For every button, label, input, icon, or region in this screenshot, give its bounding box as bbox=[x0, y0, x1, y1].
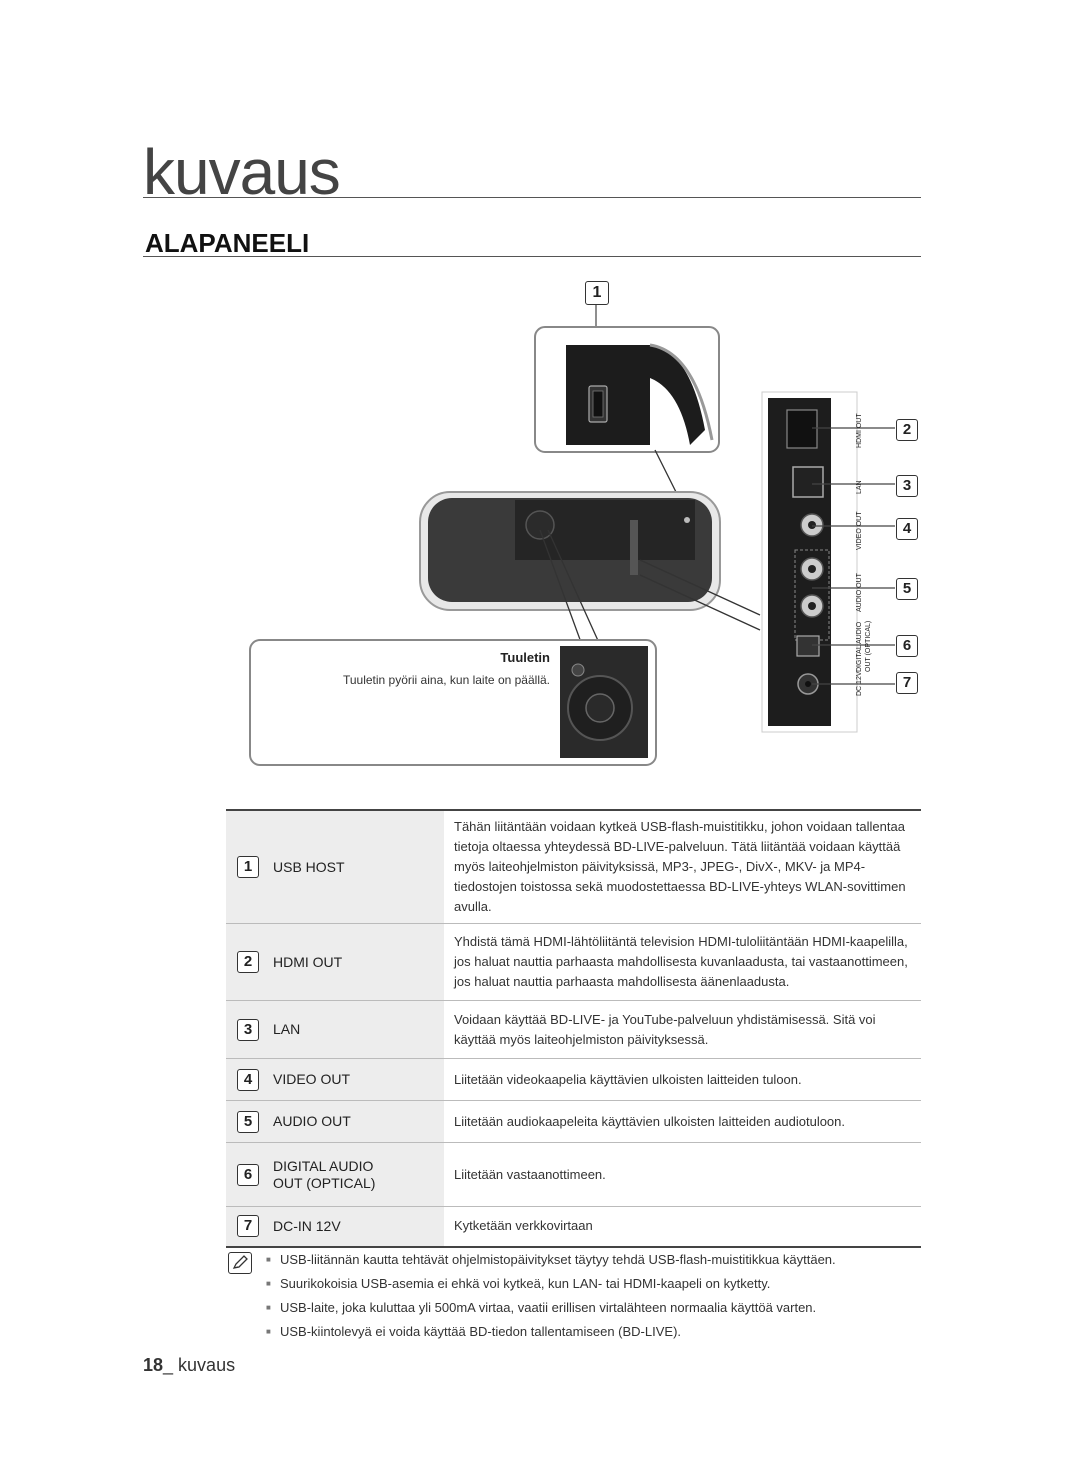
note-item: USB-liitännän kautta tehtävät ohjelmisto… bbox=[226, 1248, 926, 1272]
row-label: LAN bbox=[273, 1021, 301, 1037]
row-description: Kytketään verkkovirtaan bbox=[444, 1206, 921, 1248]
callout-3: 3 bbox=[896, 475, 918, 497]
callout-2: 2 bbox=[896, 419, 918, 441]
hdmi-port-label: HDMI OUT bbox=[856, 413, 863, 448]
table-row: 3 LAN Voidaan käyttää BD-LIVE- ja YouTube… bbox=[226, 1000, 921, 1059]
bottom-panel-diagram bbox=[240, 270, 940, 790]
table-row: 6 DIGITAL AUDIO OUT (OPTICAL) Liitetään v… bbox=[226, 1142, 921, 1207]
fan-description: Tuuletin pyörii aina, kun laite on pääll… bbox=[342, 673, 550, 687]
note-item: Suurikokoisia USB-asemia ei ehkä voi kyt… bbox=[226, 1272, 926, 1296]
callout-7: 7 bbox=[896, 672, 918, 694]
row-label: DIGITAL AUDIO OUT (OPTICAL) bbox=[273, 1157, 376, 1191]
row-number: 3 bbox=[237, 1018, 259, 1041]
row-description: Liitetään audiokaapeleita käyttävien ulk… bbox=[444, 1100, 921, 1143]
section-title: ALAPANEELI bbox=[145, 228, 310, 258]
page-footer: 18_ kuvaus bbox=[143, 1355, 235, 1376]
callout-1: 1 bbox=[585, 281, 609, 305]
callout-6: 6 bbox=[896, 635, 918, 657]
digital-audio-port-label: DIGITAL AUDIO bbox=[856, 621, 863, 672]
dc-port-label: DC 12V bbox=[856, 671, 863, 696]
row-number: 4 bbox=[237, 1068, 259, 1091]
callout-4: 4 bbox=[896, 518, 918, 540]
video-port-label: VIDEO OUT bbox=[856, 511, 863, 550]
row-description: Liitetään vastaanottimeen. bbox=[444, 1142, 921, 1207]
optical-port-label: OUT (OPTICAL) bbox=[865, 620, 872, 672]
chapter-rule bbox=[143, 197, 921, 198]
row-number: 2 bbox=[237, 951, 259, 973]
table-row: 1 USB HOST Tähän liitäntään voidaan kytke… bbox=[226, 809, 921, 924]
row-number: 5 bbox=[237, 1110, 259, 1133]
row-label: HDMI OUT bbox=[273, 953, 343, 970]
row-number: 7 bbox=[237, 1215, 259, 1238]
chapter-title: kuvaus bbox=[143, 136, 341, 208]
page-number: 18 bbox=[143, 1355, 164, 1375]
row-label: AUDIO OUT bbox=[273, 1113, 351, 1129]
connector-table: 1 USB HOST Tähän liitäntään voidaan kytke… bbox=[226, 809, 921, 1248]
table-row: 7 DC-IN 12V Kytketään verkkovirtaan bbox=[226, 1206, 921, 1248]
note-item: USB-laite, joka kuluttaa yli 500mA virta… bbox=[226, 1296, 926, 1320]
fan-title: Tuuletin bbox=[500, 650, 550, 665]
row-label: DC-IN 12V bbox=[273, 1217, 341, 1234]
table-row: 4 VIDEO OUT Liitetään videokaapelia käytt… bbox=[226, 1058, 921, 1101]
row-description: Yhdistä tämä HDMI-lähtöliitäntä televisi… bbox=[444, 923, 921, 1001]
row-description: Voidaan käyttää BD-LIVE- ja YouTube-palv… bbox=[444, 1000, 921, 1059]
port-labels: HDMI OUT LAN VIDEO OUT AUDIO OUT DIGITAL… bbox=[856, 400, 876, 700]
row-label: VIDEO OUT bbox=[273, 1071, 351, 1087]
row-label: USB HOST bbox=[273, 858, 345, 875]
callout-5: 5 bbox=[896, 578, 918, 600]
row-description: Tähän liitäntään voidaan kytkeä USB-flas… bbox=[444, 809, 921, 924]
table-row: 2 HDMI OUT Yhdistä tämä HDMI-lähtöliitänt… bbox=[226, 923, 921, 1001]
notes-list: USB-liitännän kautta tehtävät ohjelmisto… bbox=[226, 1248, 926, 1344]
table-row: 5 AUDIO OUT Liitetään audiokaapeleita käy… bbox=[226, 1100, 921, 1143]
bottom-panel-illustration bbox=[249, 302, 895, 766]
row-number: 1 bbox=[237, 856, 259, 878]
row-number: 6 bbox=[237, 1163, 259, 1186]
note-item: USB-kiintolevyä ei voida käyttää BD-tied… bbox=[226, 1320, 926, 1344]
section-rule bbox=[143, 256, 921, 257]
row-description: Liitetään videokaapelia käyttävien ulkoi… bbox=[444, 1058, 921, 1101]
footer-section: _ kuvaus bbox=[163, 1355, 236, 1375]
